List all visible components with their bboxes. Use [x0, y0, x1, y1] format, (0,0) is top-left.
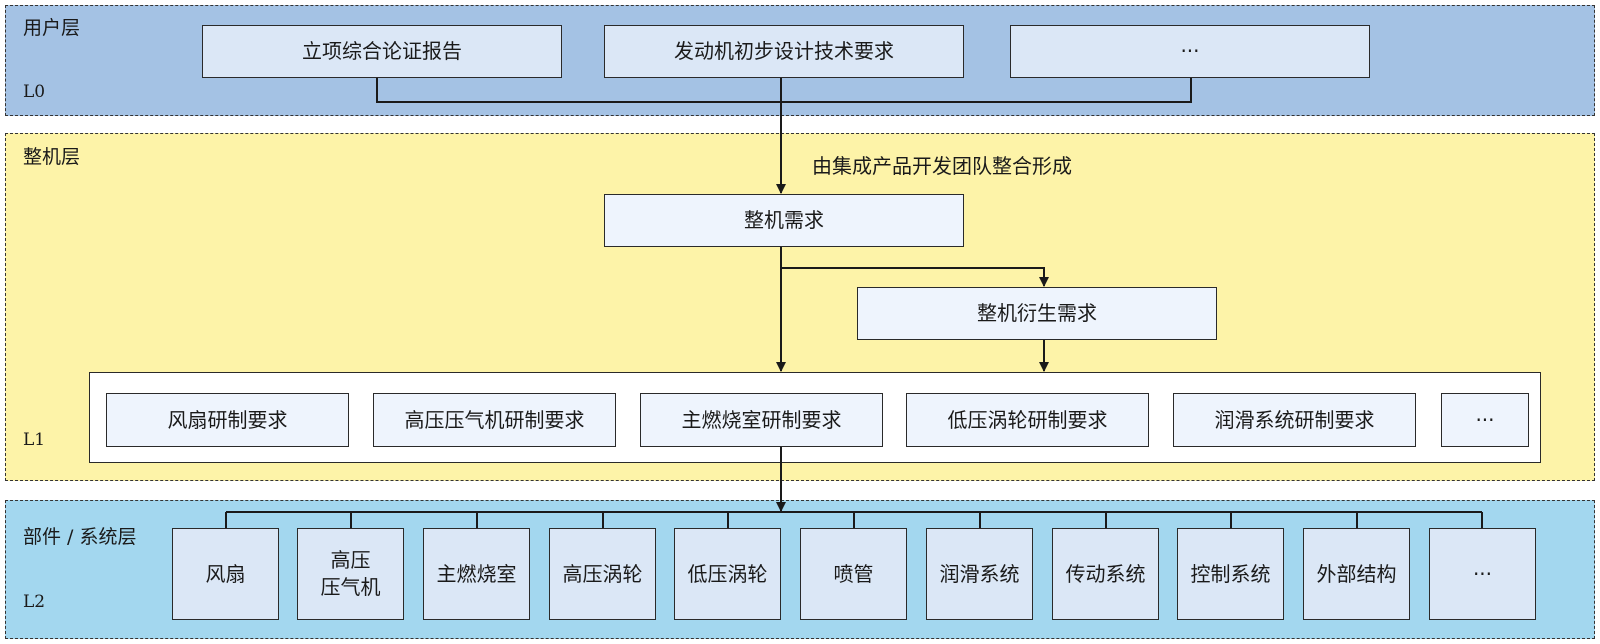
- l2-layer-level: L2: [23, 592, 46, 612]
- combustor-box: 主燃烧室: [423, 528, 530, 620]
- more-requirements-box: ···: [1441, 393, 1529, 447]
- l2-layer-name: 部件 / 系统层: [23, 526, 137, 548]
- external-structure-box: 外部结构: [1303, 528, 1410, 620]
- overall-requirements-box: 整机需求: [604, 194, 964, 247]
- hp-compressor-box: 高压 压气机: [297, 528, 404, 620]
- fan-requirements-box: 风扇研制要求: [106, 393, 349, 447]
- l0-box-more: ···: [1010, 25, 1370, 78]
- l0-box-engine-prelim-requirements: 发动机初步设计技术要求: [604, 25, 964, 78]
- control-system-box: 控制系统: [1177, 528, 1284, 620]
- derived-requirements-box: 整机衍生需求: [857, 287, 1217, 340]
- hp-turbine-box: 高压涡轮: [549, 528, 656, 620]
- l1-layer-level: L1: [23, 430, 46, 450]
- l1-integration-note: 由集成产品开发团队整合形成: [812, 154, 1072, 178]
- l0-layer-name: 用户层: [23, 17, 81, 39]
- lp-turbine-box: 低压涡轮: [674, 528, 781, 620]
- nozzle-box: 喷管: [800, 528, 907, 620]
- lubrication-system-box: 润滑系统: [926, 528, 1033, 620]
- lubrication-requirements-box: 润滑系统研制要求: [1173, 393, 1416, 447]
- fan-box: 风扇: [172, 528, 279, 620]
- combustor-requirements-box: 主燃烧室研制要求: [640, 393, 883, 447]
- hp-compressor-requirements-box: 高压压气机研制要求: [373, 393, 616, 447]
- lp-turbine-requirements-box: 低压涡轮研制要求: [906, 393, 1149, 447]
- l0-box-feasibility-report: 立项综合论证报告: [202, 25, 562, 78]
- l0-layer-level: L0: [23, 82, 46, 102]
- more-components-box: ···: [1429, 528, 1536, 620]
- l1-layer-name: 整机层: [23, 146, 81, 168]
- transmission-system-box: 传动系统: [1052, 528, 1159, 620]
- hp-compressor-label: 高压 压气机: [320, 548, 381, 599]
